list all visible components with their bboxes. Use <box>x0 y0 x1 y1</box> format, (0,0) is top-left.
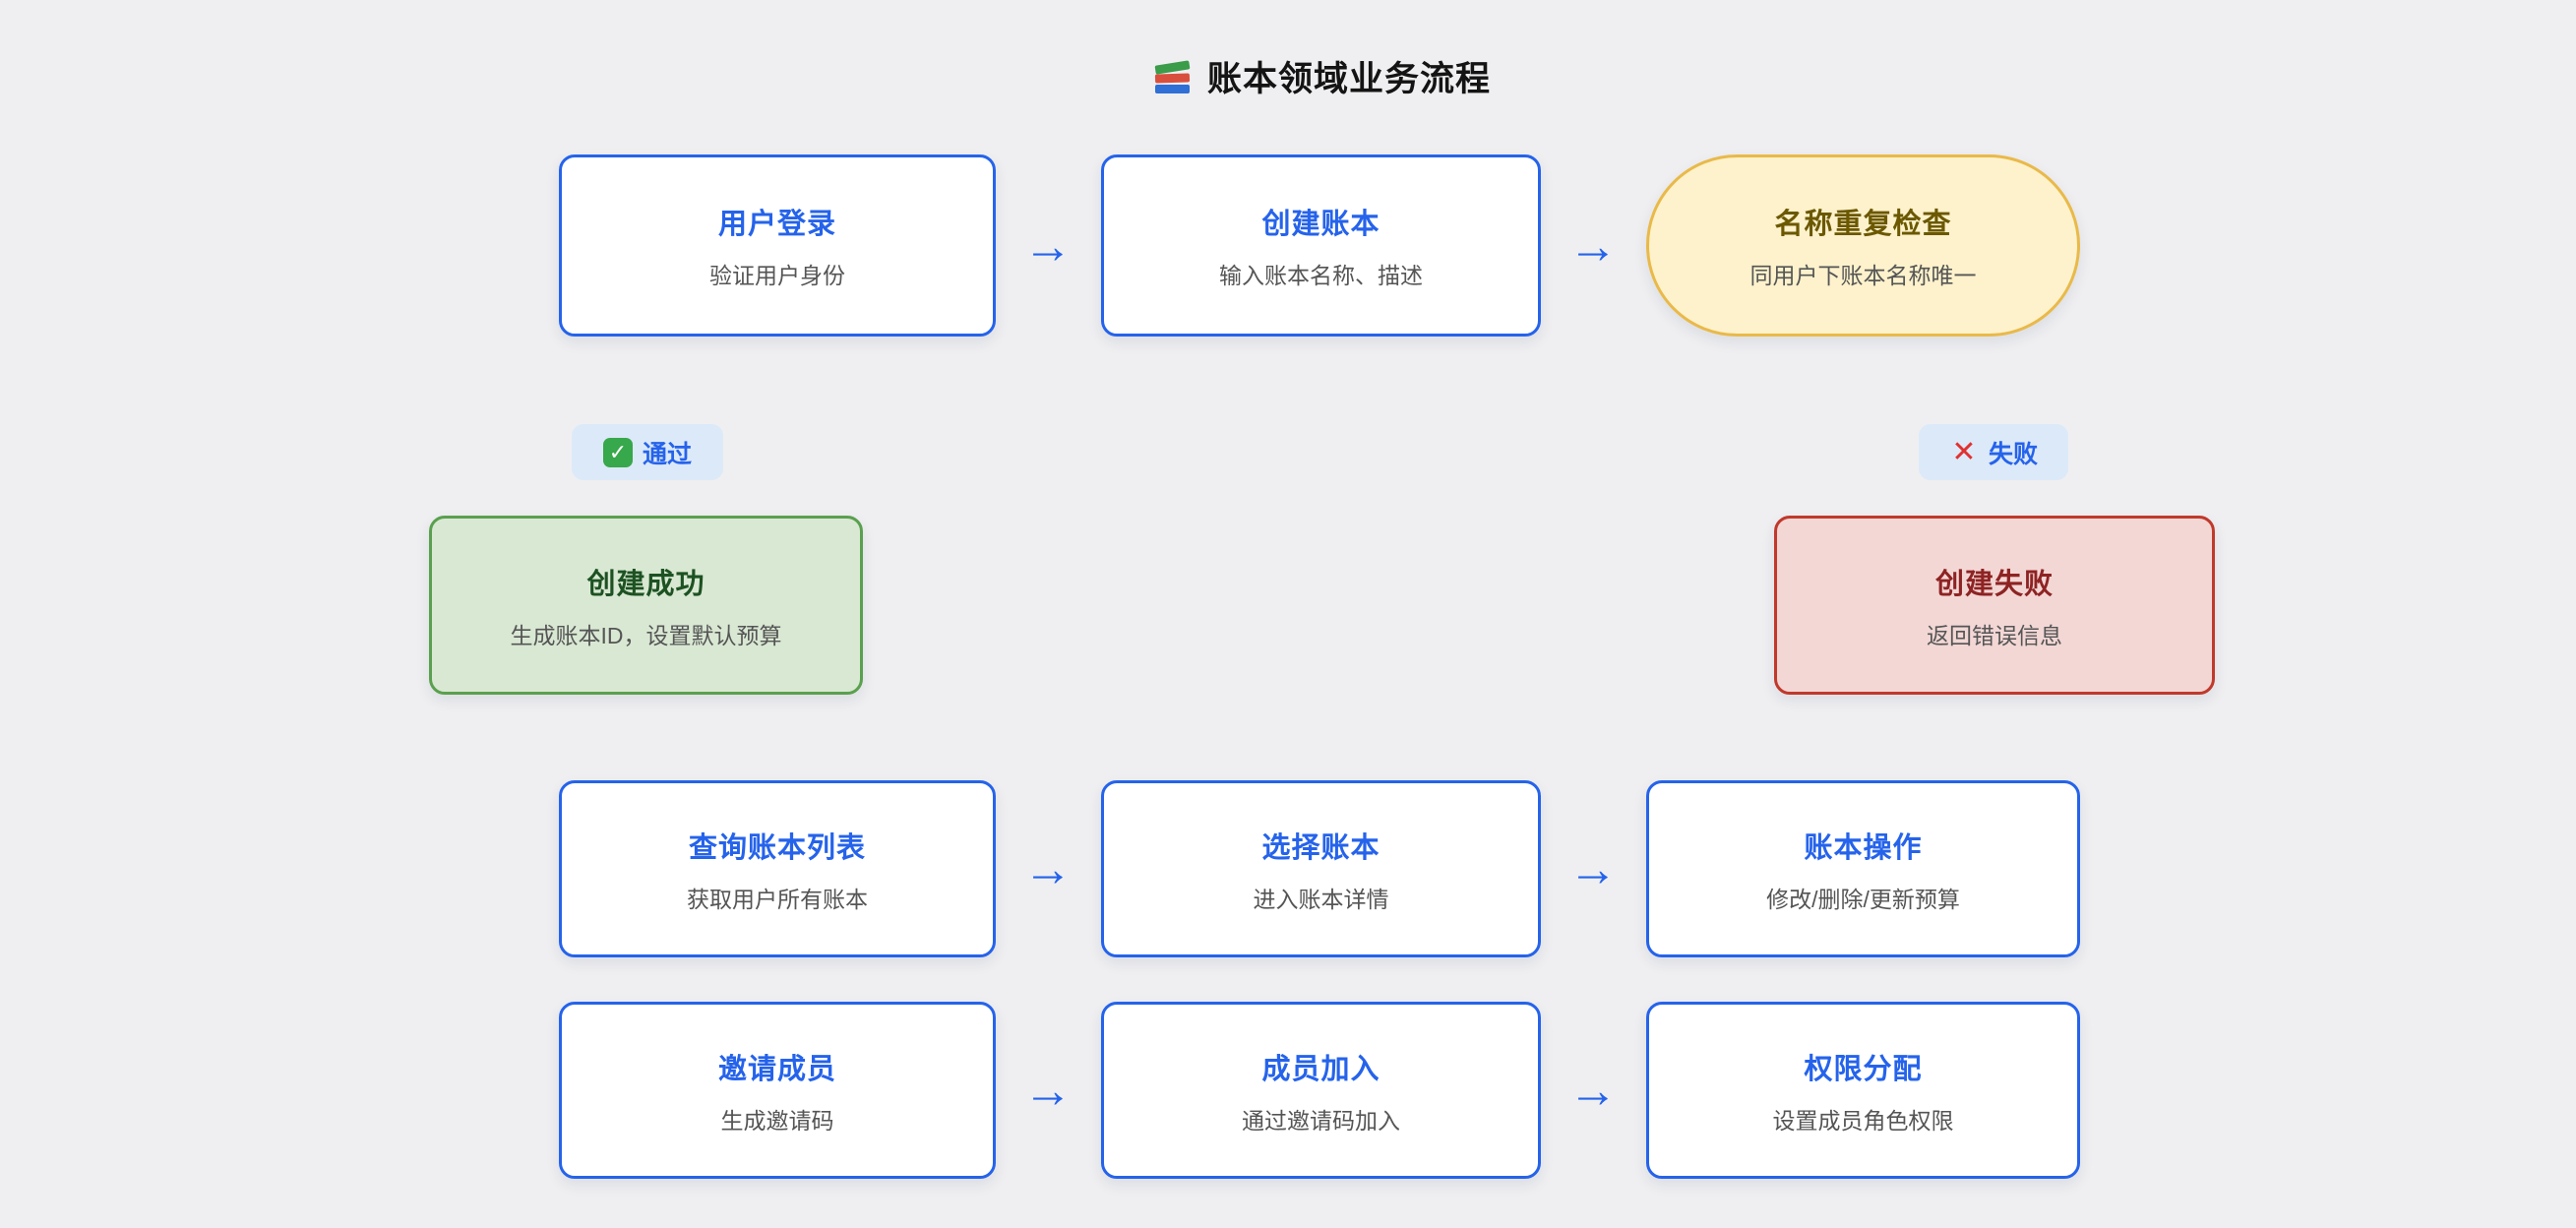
node-subtitle: 通过邀请码加入 <box>1242 1107 1400 1134</box>
arrow-right-icon: → <box>1023 1063 1073 1118</box>
badge-fail-label: 失败 <box>1988 440 2038 468</box>
node-subtitle: 获取用户所有账本 <box>687 886 868 912</box>
node-subtitle: 验证用户身份 <box>709 263 845 288</box>
node-name-check: 名称重复检查 同用户下账本名称唯一 <box>1646 154 2080 337</box>
node-title: 权限分配 <box>1804 1053 1923 1085</box>
node-subtitle: 修改/删除/更新预算 <box>1766 886 1960 912</box>
node-select-ledger: 选择账本 进入账本详情 <box>1101 780 1541 957</box>
node-title: 账本操作 <box>1804 831 1923 864</box>
node-subtitle: 同用户下账本名称唯一 <box>1749 263 1977 288</box>
check-icon: ✓ <box>602 437 633 467</box>
node-ledger-ops: 账本操作 修改/删除/更新预算 <box>1646 780 2080 957</box>
arrow-right-icon: → <box>1568 218 1618 274</box>
node-subtitle: 设置成员角色权限 <box>1772 1107 1954 1134</box>
page-title-text: 账本领域业务流程 <box>1206 60 1491 98</box>
cross-icon: ✕ <box>1951 436 1977 468</box>
node-user-login: 用户登录 验证用户身份 <box>559 154 996 337</box>
arrow-right-icon: → <box>1568 1063 1618 1118</box>
arrow-right-icon: → <box>1568 841 1618 896</box>
page-title: 账本领域业务流程 <box>67 51 2576 101</box>
node-title: 邀请成员 <box>717 1053 836 1085</box>
node-permission-assign: 权限分配 设置成员角色权限 <box>1646 1002 2080 1179</box>
node-title: 查询账本列表 <box>688 831 866 864</box>
badge-fail: ✕ 失败 <box>1919 424 2068 480</box>
node-title: 用户登录 <box>717 209 836 240</box>
arrow-right-icon: → <box>1023 841 1073 896</box>
node-subtitle: 输入账本名称、描述 <box>1219 263 1423 288</box>
node-create-ledger: 创建账本 输入账本名称、描述 <box>1101 154 1541 337</box>
node-title: 成员加入 <box>1261 1053 1380 1085</box>
badge-pass: ✓ 通过 <box>572 424 723 480</box>
node-subtitle: 生成邀请码 <box>720 1107 834 1134</box>
node-invite-member: 邀请成员 生成邀请码 <box>559 1002 996 1179</box>
arrow-right-icon: → <box>1023 218 1073 274</box>
node-title: 名称重复检查 <box>1774 209 1952 240</box>
node-title: 选择账本 <box>1261 831 1380 864</box>
badge-pass-label: 通过 <box>642 440 692 468</box>
node-subtitle: 进入账本详情 <box>1253 886 1389 912</box>
node-title: 创建账本 <box>1261 209 1380 240</box>
node-member-join: 成员加入 通过邀请码加入 <box>1101 1002 1541 1179</box>
books-icon <box>1152 60 1194 96</box>
node-query-ledger-list: 查询账本列表 获取用户所有账本 <box>559 780 996 957</box>
node-create-fail: 创建失败 返回错误信息 <box>1774 516 2215 695</box>
node-subtitle: 生成账本ID，设置默认预算 <box>510 622 782 648</box>
node-title: 创建失败 <box>1934 568 2054 600</box>
node-create-success: 创建成功 生成账本ID，设置默认预算 <box>429 516 863 695</box>
node-title: 创建成功 <box>586 568 705 600</box>
node-subtitle: 返回错误信息 <box>1927 622 2062 648</box>
